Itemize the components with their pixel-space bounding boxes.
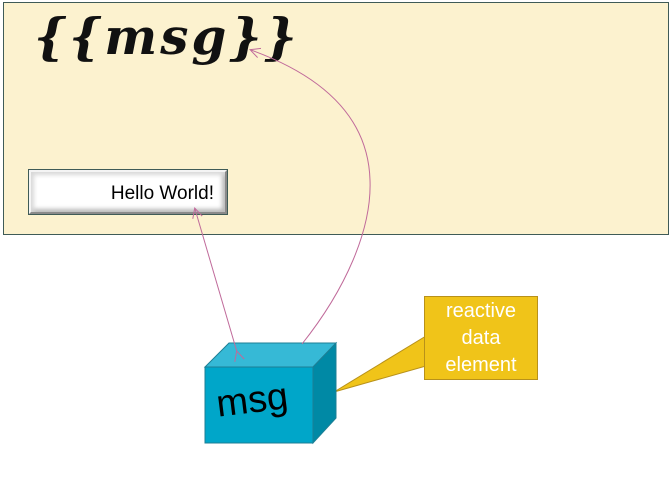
text-input[interactable]: Hello World! bbox=[29, 170, 227, 214]
text-input-value: Hello World! bbox=[110, 183, 214, 204]
callout-line-2: data bbox=[461, 327, 501, 349]
callout-line-3: element bbox=[445, 354, 517, 376]
callout-line-1: reactive bbox=[445, 300, 517, 322]
template-binding-arrow bbox=[251, 50, 371, 345]
callout-pointer bbox=[333, 335, 427, 393]
reactive-data-callout: reactive data element bbox=[424, 296, 538, 380]
input-binding-arrow bbox=[195, 209, 237, 352]
cube-front-face bbox=[204, 366, 314, 444]
cube-label: msg bbox=[214, 375, 291, 426]
